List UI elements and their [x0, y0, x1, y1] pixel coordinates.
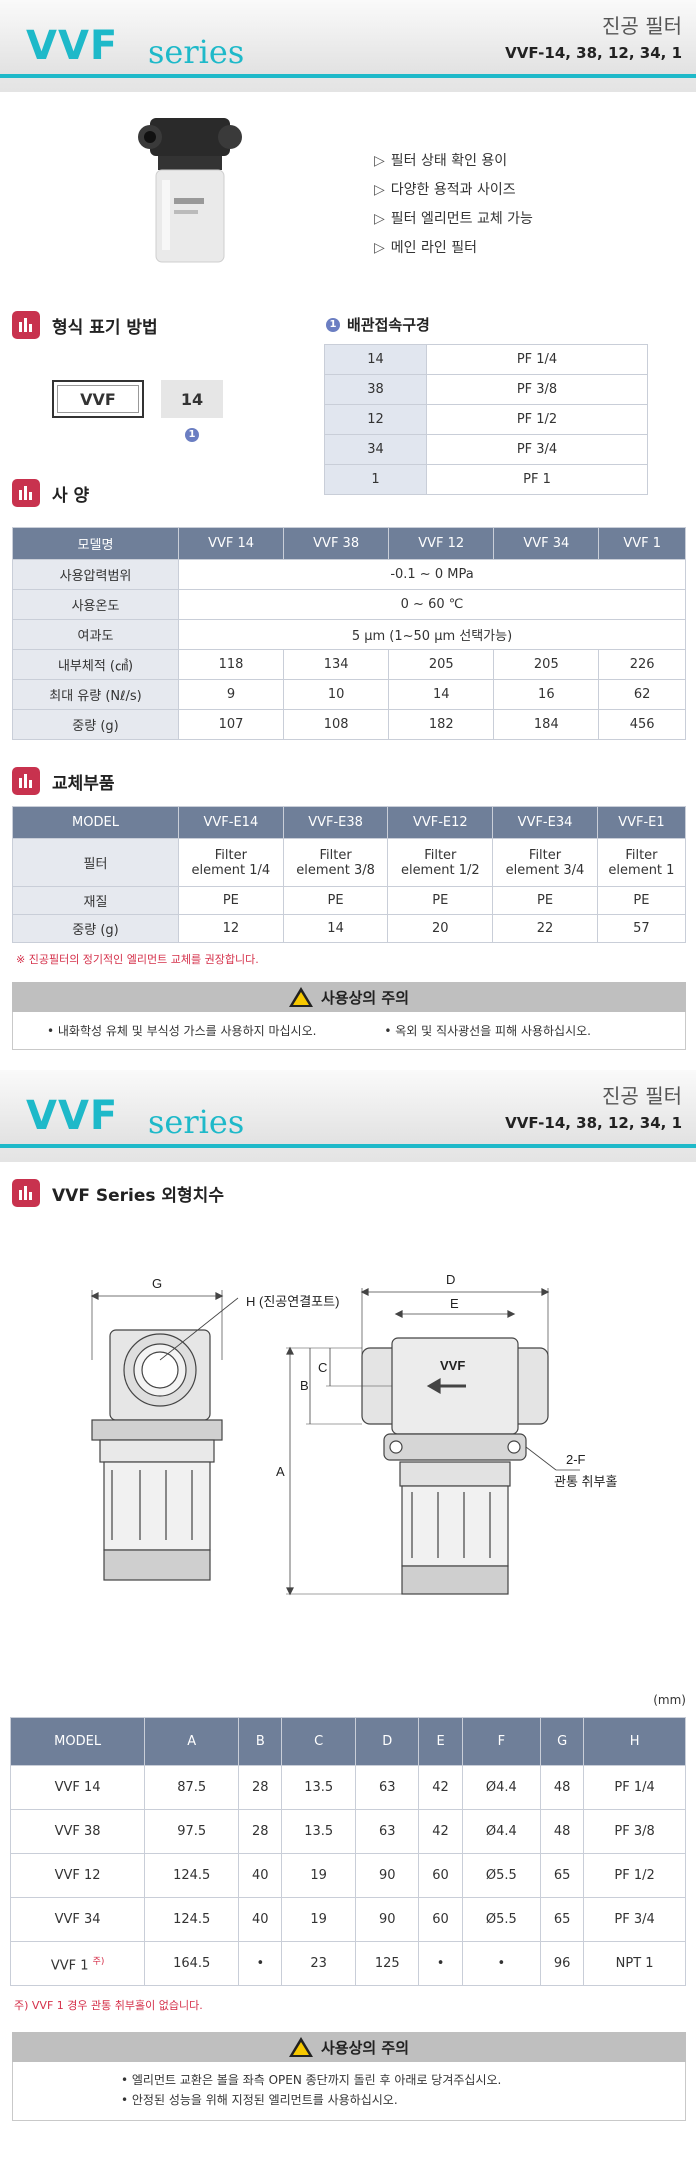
dim-label-b: B [300, 1378, 309, 1393]
unit-label: (mm) [653, 1693, 686, 1707]
dim-label-c: C [318, 1360, 327, 1375]
feature-item: ▷메인 라인 필터 [374, 240, 477, 256]
pipe-size-title: 1 배관접속구경 [326, 314, 430, 335]
parts-note: ※ 진공필터의 정기적인 엘리먼트 교체를 권장합니다. [16, 953, 259, 966]
triangle-icon: ▷ [374, 153, 385, 169]
spec-section-title: 사 양 [12, 479, 89, 507]
product-image [138, 118, 242, 263]
caution-item: • 내화학성 유체 및 부식성 가스를 사용하지 마십시오. [47, 1024, 317, 1038]
dim-label-mount: 관통 취부홀 [554, 1474, 617, 1489]
caution-item: • 엘리먼트 교환은 볼을 좌측 OPEN 종단까지 돌린 후 아래로 당겨주십… [121, 2073, 502, 2087]
header-banner: VVF series 진공 필터 VVF-14, 38, 12, 34, 1 [0, 1070, 696, 1162]
model-list: VVF-14, 38, 12, 34, 1 [505, 1114, 682, 1132]
ordering-size-box: 14 [161, 380, 223, 418]
bar-chart-icon [12, 479, 40, 507]
header-banner: VVF series 진공 필터 VVF-14, 38, 12, 34, 1 [0, 0, 696, 92]
caution-box: ! 사용상의 주의 • 내화학성 유체 및 부식성 가스를 사용하지 마십시오.… [12, 982, 686, 1050]
feature-item: ▷필터 엘리먼트 교체 가능 [374, 211, 533, 227]
feature-item: ▷다양한 용적과 사이즈 [374, 182, 516, 198]
feature-list: ▷필터 상태 확인 용이 ▷다양한 용적과 사이즈 ▷필터 엘리먼트 교체 가능… [374, 150, 533, 266]
model-list: VVF-14, 38, 12, 34, 1 [505, 44, 682, 62]
triangle-icon: ▷ [374, 211, 385, 227]
dim-label-d: D [446, 1272, 455, 1287]
parts-section-title: 교체부품 [12, 767, 115, 795]
bar-chart-icon [12, 767, 40, 795]
page-1: VVF series 진공 필터 VVF-14, 38, 12, 34, 1 ▷… [0, 0, 696, 1070]
category-title: 진공 필터 [602, 1084, 682, 1108]
dim-label-h: H (진공연결포트) [246, 1294, 339, 1309]
series-logo: VVF [26, 23, 119, 69]
marker-badge: 1 [326, 317, 340, 332]
table-row: 사용압력범위-0.1 ~ 0 MPa [12, 559, 686, 590]
flow-label: VVF [440, 1358, 465, 1373]
warning-icon: ! [288, 2037, 313, 2057]
dim-label-e: E [450, 1296, 459, 1311]
warning-icon: ! [288, 987, 313, 1007]
triangle-icon: ▷ [374, 240, 385, 256]
dimension-note: 주) VVF 1 경우 관통 취부홀이 없습니다. [14, 1999, 203, 2012]
dim-label-g: G [152, 1276, 162, 1291]
dimension-drawing: G H (진공연결포트) D E VVF B C A 2-F 관통 취부홀 [90, 1272, 617, 1596]
ordering-code-box: VVF [52, 380, 144, 418]
caution-item: • 안정된 성능을 위해 지정된 엘리먼트를 사용하십시오. [121, 2093, 398, 2107]
bar-chart-icon [12, 1179, 40, 1207]
series-word: series [148, 1103, 245, 1141]
caution-box: ! 사용상의 주의 • 엘리먼트 교환은 볼을 좌측 OPEN 종단까지 돌린 … [12, 2032, 686, 2121]
category-title: 진공 필터 [602, 14, 682, 38]
series-word: series [148, 33, 245, 71]
feature-item: ▷필터 상태 확인 용이 [374, 153, 508, 169]
footnote-mark: 주) [92, 1956, 105, 1967]
caution-item: • 옥외 및 직사광선을 피해 사용하십시오. [384, 1024, 591, 1038]
marker-badge: 1 [185, 427, 199, 442]
page-2: VVF series 진공 필터 VVF-14, 38, 12, 34, 1 V… [0, 1070, 696, 2158]
bar-chart-icon [12, 311, 40, 339]
dimensions-section-title: VVF Series 외형치수 [12, 1179, 224, 1207]
dim-label-2f: 2-F [566, 1452, 586, 1467]
triangle-icon: ▷ [374, 182, 385, 198]
series-logo: VVF [26, 1093, 119, 1139]
ordering-section-title: 형식 표기 방법 [12, 311, 158, 339]
dim-label-a: A [276, 1464, 285, 1479]
